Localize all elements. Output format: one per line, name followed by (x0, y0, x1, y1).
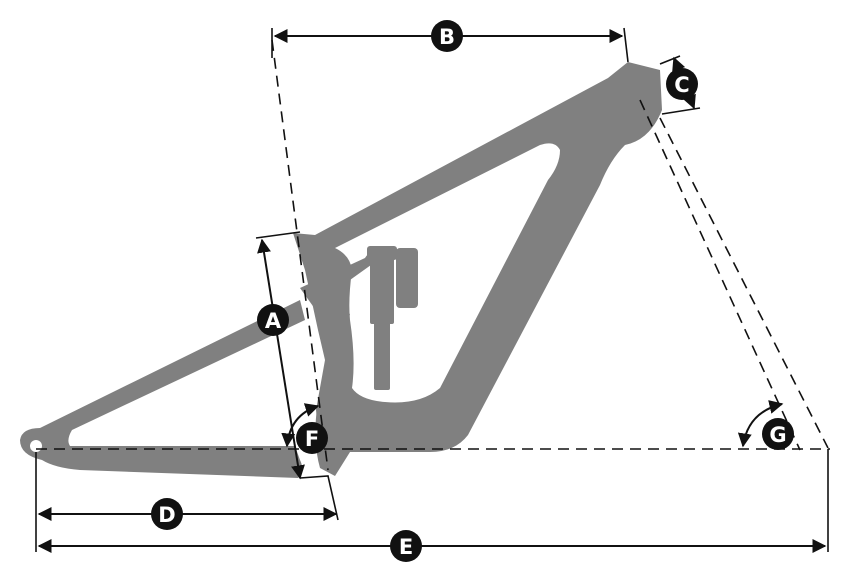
dim-a-tick-top (255, 231, 301, 239)
shock-upper (367, 246, 397, 260)
badge-c: C (666, 68, 698, 100)
rear-axle-hole (30, 440, 42, 452)
badge-e: E (390, 530, 422, 562)
bottom-bracket (315, 395, 354, 476)
rocker-link (300, 250, 385, 330)
badge-f-label: F (305, 427, 319, 451)
badge-d-label: D (158, 503, 175, 527)
badge-f: F (296, 422, 328, 454)
badge-b-label: B (439, 25, 455, 49)
dim-g-arc (737, 400, 784, 448)
badge-c-label: C (674, 73, 689, 97)
badge-g: G (762, 418, 794, 450)
dim-c-tick-top (659, 55, 681, 65)
seat-stays (20, 300, 305, 478)
badge-g-label: G (769, 423, 786, 447)
dim-c-tick-bottom (661, 107, 701, 115)
shock-reservoir (396, 248, 418, 308)
badge-e-label: E (399, 535, 413, 559)
dim-b-tick-right (623, 27, 629, 63)
dim-d-tick-right (299, 475, 339, 521)
bike-frame (20, 62, 662, 478)
dim-f-arc (281, 403, 320, 448)
badge-d: D (151, 498, 183, 530)
badge-b: B (431, 20, 463, 52)
shock-body (370, 258, 394, 324)
dim-a-line (257, 238, 305, 480)
dimension-lines (35, 27, 829, 553)
head-tube-axis-line-2 (659, 117, 829, 449)
badge-a-label: A (265, 309, 282, 333)
head-tube-axis-line-1 (639, 99, 801, 451)
shock-shaft (374, 322, 390, 390)
badge-a: A (257, 304, 289, 336)
front-triangle (293, 62, 662, 452)
